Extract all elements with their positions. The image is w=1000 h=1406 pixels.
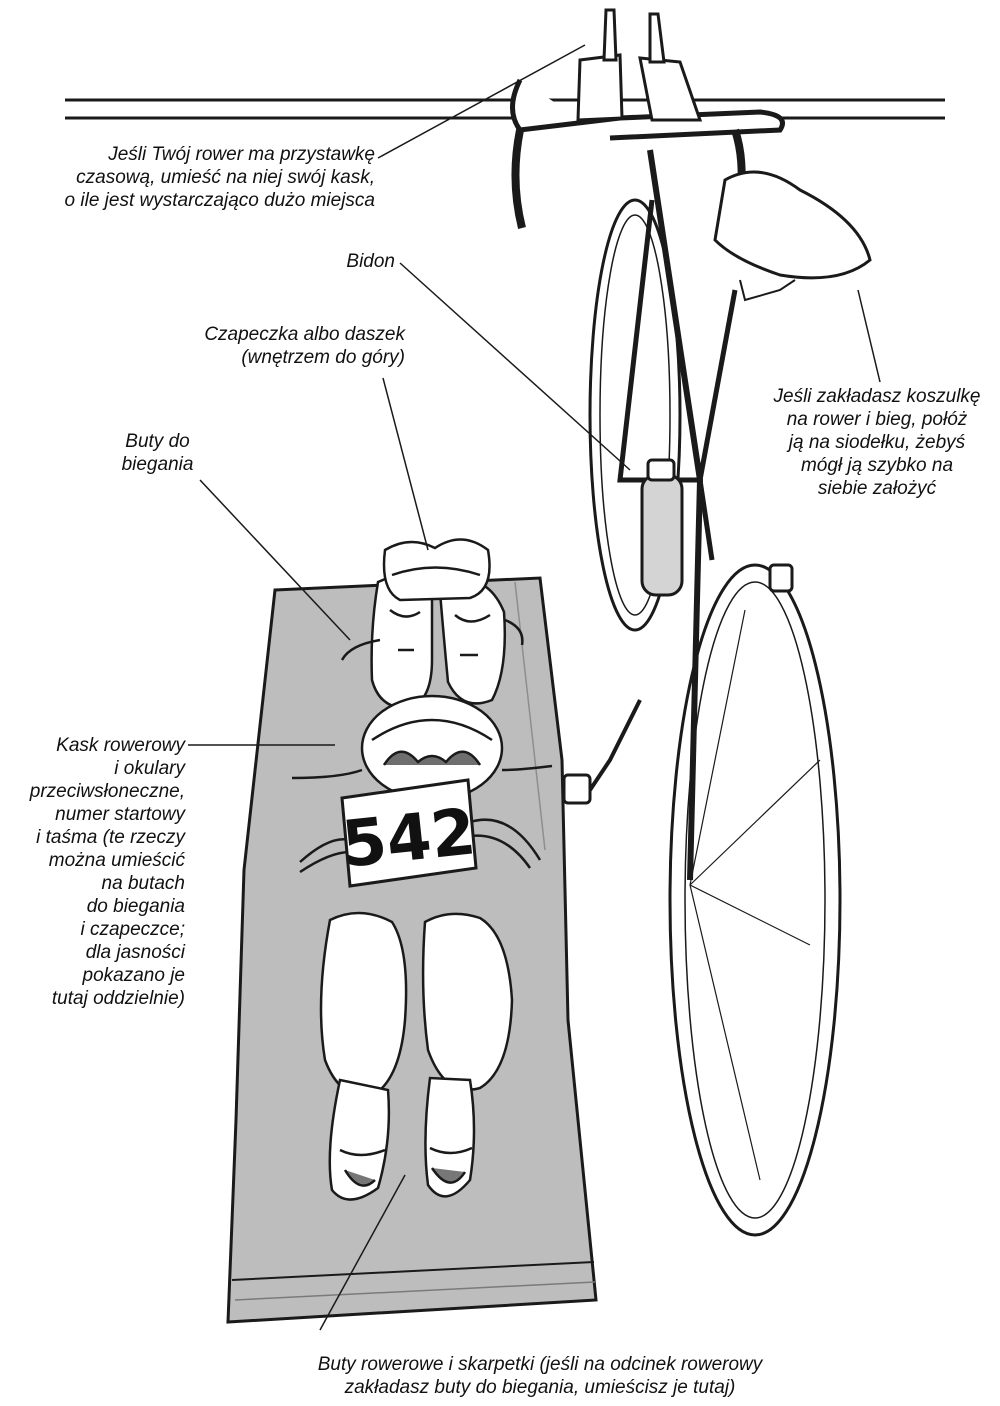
label-helmet-and-glasses: Kask rowerowy i okulary przeciwsłoneczne…: [5, 734, 185, 1010]
label-helmet-on-aerobars: Jeśli Twój rower ma przystawkę czasową, …: [40, 143, 375, 212]
label-shirt-on-saddle: Jeśli zakładasz koszulkę na rower i bieg…: [762, 385, 992, 500]
label-bottle: Bidon: [300, 250, 395, 273]
water-bottle: [642, 475, 682, 595]
label-bike-shoes: Buty rowerowe i skarpetki (jeśli na odci…: [270, 1353, 810, 1399]
race-bib: 542: [339, 780, 480, 886]
cap: [384, 539, 490, 600]
label-running-shoes: Buty do biegania: [95, 430, 220, 476]
pedal: [564, 775, 590, 803]
label-cap: Czapeczka albo daszek (wnętrzem do góry): [160, 323, 405, 369]
bike-rack: [65, 100, 945, 118]
bib-number: 542: [339, 795, 480, 883]
